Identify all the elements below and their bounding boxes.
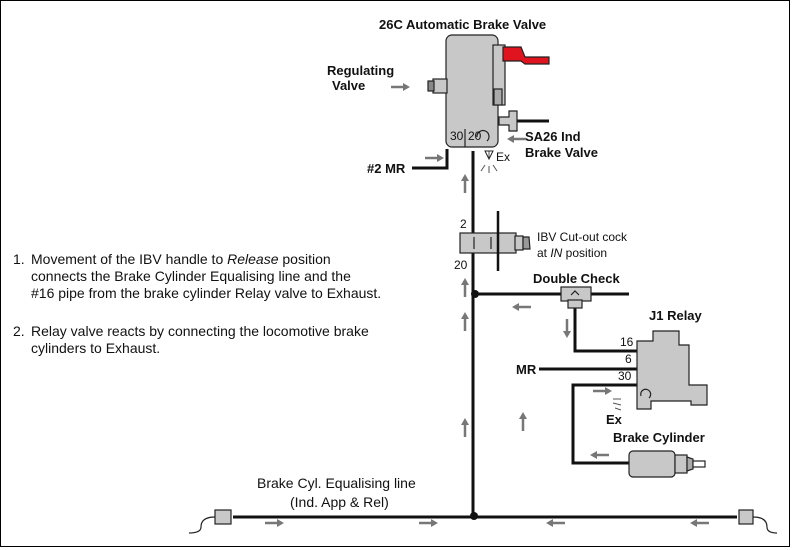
note-2-line-1: Relay valve reacts by connecting the loc… [31,323,369,339]
note-2-number: 2. [13,323,25,339]
j1-relay-valve [636,330,708,410]
mr-label: MR [516,362,537,377]
port-6-label: 6 [625,352,632,366]
note-1: 1. Movement of the IBV handle to Release … [13,251,453,302]
junction-dot [470,512,478,520]
brake-valve-title: 26C Automatic Brake Valve [379,17,546,32]
ex-relay-label: Ex [606,412,623,427]
regulating-label-2: Valve [332,78,365,93]
ibv-label-1: IBV Cut-out cock [537,230,628,244]
port-30b-label: 30 [618,369,632,383]
exhaust-burst-icon [612,398,622,411]
note-1-line-1: Movement of the IBV handle to Release po… [31,251,331,267]
sa26-label-1: SA26 Ind [525,129,581,144]
arrow-left-icon [505,133,528,145]
regulating-valve-knob [432,78,448,94]
pipe-16 [573,307,637,353]
arrow-up-icon [459,172,471,195]
arrow-right-icon [423,152,446,164]
pipe-30-cylinder [571,383,637,465]
automatic-brake-valve [427,34,550,148]
brake-cylinder-label: Brake Cylinder [613,430,705,445]
junction-dot [471,290,479,298]
arrow-right-icon [417,517,440,529]
note-2: 2. Relay valve reacts by connecting the l… [13,323,453,357]
double-check-label: Double Check [533,271,620,286]
end-hose-left [188,509,232,534]
end-hose-right [738,509,778,534]
mr2-pipe [412,149,449,170]
port-30-label: 30 [450,129,464,143]
arrow-up-icon [459,276,471,299]
ibv-port-20-label: 20 [454,258,468,272]
ibv-port-2-label: 2 [460,217,467,231]
port-20-label: 20 [468,129,482,143]
note-1-line-3: #16 pipe from the brake cylinder Relay v… [31,285,382,301]
equalising-label-2: (Ind. App & Rel) [290,494,389,510]
arrow-right-icon [591,385,614,397]
arrow-down-icon [561,317,573,340]
equalising-label-1: Brake Cyl. Equalising line [257,475,416,491]
port-16-label: 16 [620,335,634,349]
ibv-label-2: at IN position [537,246,607,260]
note-1-line-2: connects the Brake Cylinder Equalising l… [31,268,351,284]
note-1-number: 1. [13,251,25,267]
ibv-cutout-cock [459,232,531,254]
double-check-valve [560,286,592,309]
pipes [233,119,737,519]
ex-top-label: Ex [496,150,510,164]
arrow-up-icon [459,416,471,439]
exhaust-burst-icon [480,151,498,173]
arrow-up-icon [517,410,529,433]
arrow-up-icon [459,310,471,333]
arrow-right-icon [389,81,412,93]
arrow-right-icon [263,517,286,529]
arrow-left-icon [544,517,567,529]
note-2-line-2: cylinders to Exhaust. [31,340,161,356]
brake-cylinder [628,450,706,478]
sa26-label-2: Brake Valve [525,145,598,160]
arrow-left-icon [588,449,611,461]
mr2-label: #2 MR [367,161,406,176]
arrow-left-icon [510,301,533,313]
arrow-left-icon [688,517,711,529]
j1-relay-label: J1 Relay [649,308,703,323]
regulating-label-1: Regulating [327,63,394,78]
brake-handle-red [502,46,550,65]
